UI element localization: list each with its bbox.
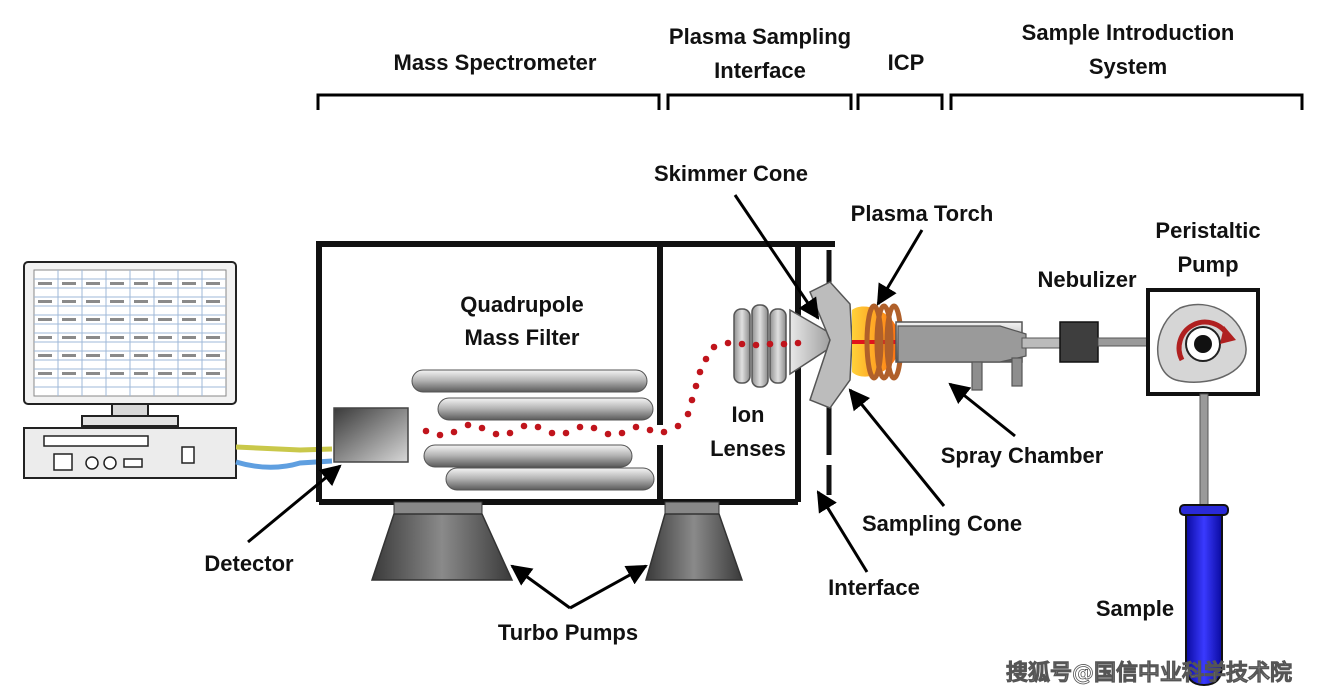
case-button-2	[103, 456, 117, 470]
spray-chamber-body	[897, 325, 1027, 363]
label-turbo-pumps: Turbo Pumps	[498, 620, 638, 645]
spray-chamber-drain-1	[971, 361, 983, 391]
arrow-plasma-torch	[876, 229, 924, 306]
label-skimmer-cone: Skimmer Cone	[654, 161, 808, 186]
case-light	[181, 446, 195, 464]
turbo-pumps	[370, 501, 744, 581]
case-slot	[53, 453, 73, 471]
label-sampling-cone: Sampling Cone	[862, 511, 1022, 536]
section-label-sample-introduction-line1: Sample Introduction	[1022, 20, 1235, 45]
label-sample: Sample	[1096, 596, 1174, 621]
arrow-skimmer-cone	[733, 194, 820, 320]
label-spray-chamber: Spray Chamber	[941, 443, 1104, 468]
annotation-arrows	[247, 194, 1016, 610]
skimmer-cone-shape	[789, 308, 844, 376]
section-label-mass-spectrometer: Mass Spectrometer	[394, 50, 597, 75]
label-ion-lenses-line1: Ion	[732, 402, 765, 427]
bracket-mass-spectrometer	[316, 93, 661, 110]
detector-block	[333, 407, 409, 463]
bracket-sample-introduction	[949, 93, 1304, 110]
label-peristaltic-line1: Peristaltic	[1155, 218, 1260, 243]
screen-values	[38, 282, 220, 375]
arrow-sampling-cone	[848, 388, 946, 507]
section-label-sample-introduction-line2: System	[1089, 54, 1167, 79]
label-detector: Detector	[204, 551, 294, 576]
sample-tube	[1185, 511, 1223, 687]
section-label-icp: ICP	[888, 50, 925, 75]
sample-tubing	[1199, 393, 1209, 515]
section-brackets	[316, 93, 1304, 110]
section-label-plasma-sampling-line1: Plasma Sampling	[669, 24, 851, 49]
nebulizer-tube	[1021, 337, 1063, 349]
pump-hub	[1194, 335, 1212, 353]
arrow-interface	[816, 490, 869, 573]
label-ion-lenses-line2: Lenses	[710, 436, 786, 461]
arrow-spray-chamber	[948, 382, 1016, 438]
label-peristaltic-line2: Pump	[1177, 252, 1238, 277]
ion-beam	[422, 339, 802, 439]
screen-table	[34, 270, 226, 396]
computer	[23, 261, 237, 479]
chamber-outline	[316, 241, 835, 505]
nebulizer-line	[1097, 337, 1149, 347]
watermark: 搜狐号@国信中业科学技术院	[1006, 660, 1292, 686]
arrow-detector	[247, 464, 342, 544]
arrow-turbo-right	[569, 564, 648, 610]
quadrupole-rods	[411, 369, 655, 491]
sample-tube-lip	[1179, 504, 1229, 516]
label-quadrupole-line1: Quadrupole	[460, 292, 583, 317]
label-quadrupole-line2: Mass Filter	[465, 325, 580, 350]
label-plasma-torch: Plasma Torch	[851, 201, 994, 226]
label-nebulizer: Nebulizer	[1037, 267, 1136, 292]
section-label-plasma-sampling-line2: Interface	[714, 58, 806, 83]
monitor-base	[81, 415, 179, 427]
arrow-turbo-left	[510, 564, 571, 610]
label-interface: Interface	[828, 575, 920, 600]
case-port	[123, 458, 143, 468]
pump-rotation-arrow	[1176, 319, 1231, 362]
spray-chamber-drain-2	[1011, 357, 1023, 387]
cable-blue	[235, 458, 333, 470]
disk-drive	[43, 435, 149, 447]
nebulizer-block	[1059, 321, 1099, 363]
case-button-1	[85, 456, 99, 470]
bracket-icp	[856, 93, 944, 110]
bracket-plasma-sampling	[666, 93, 853, 110]
